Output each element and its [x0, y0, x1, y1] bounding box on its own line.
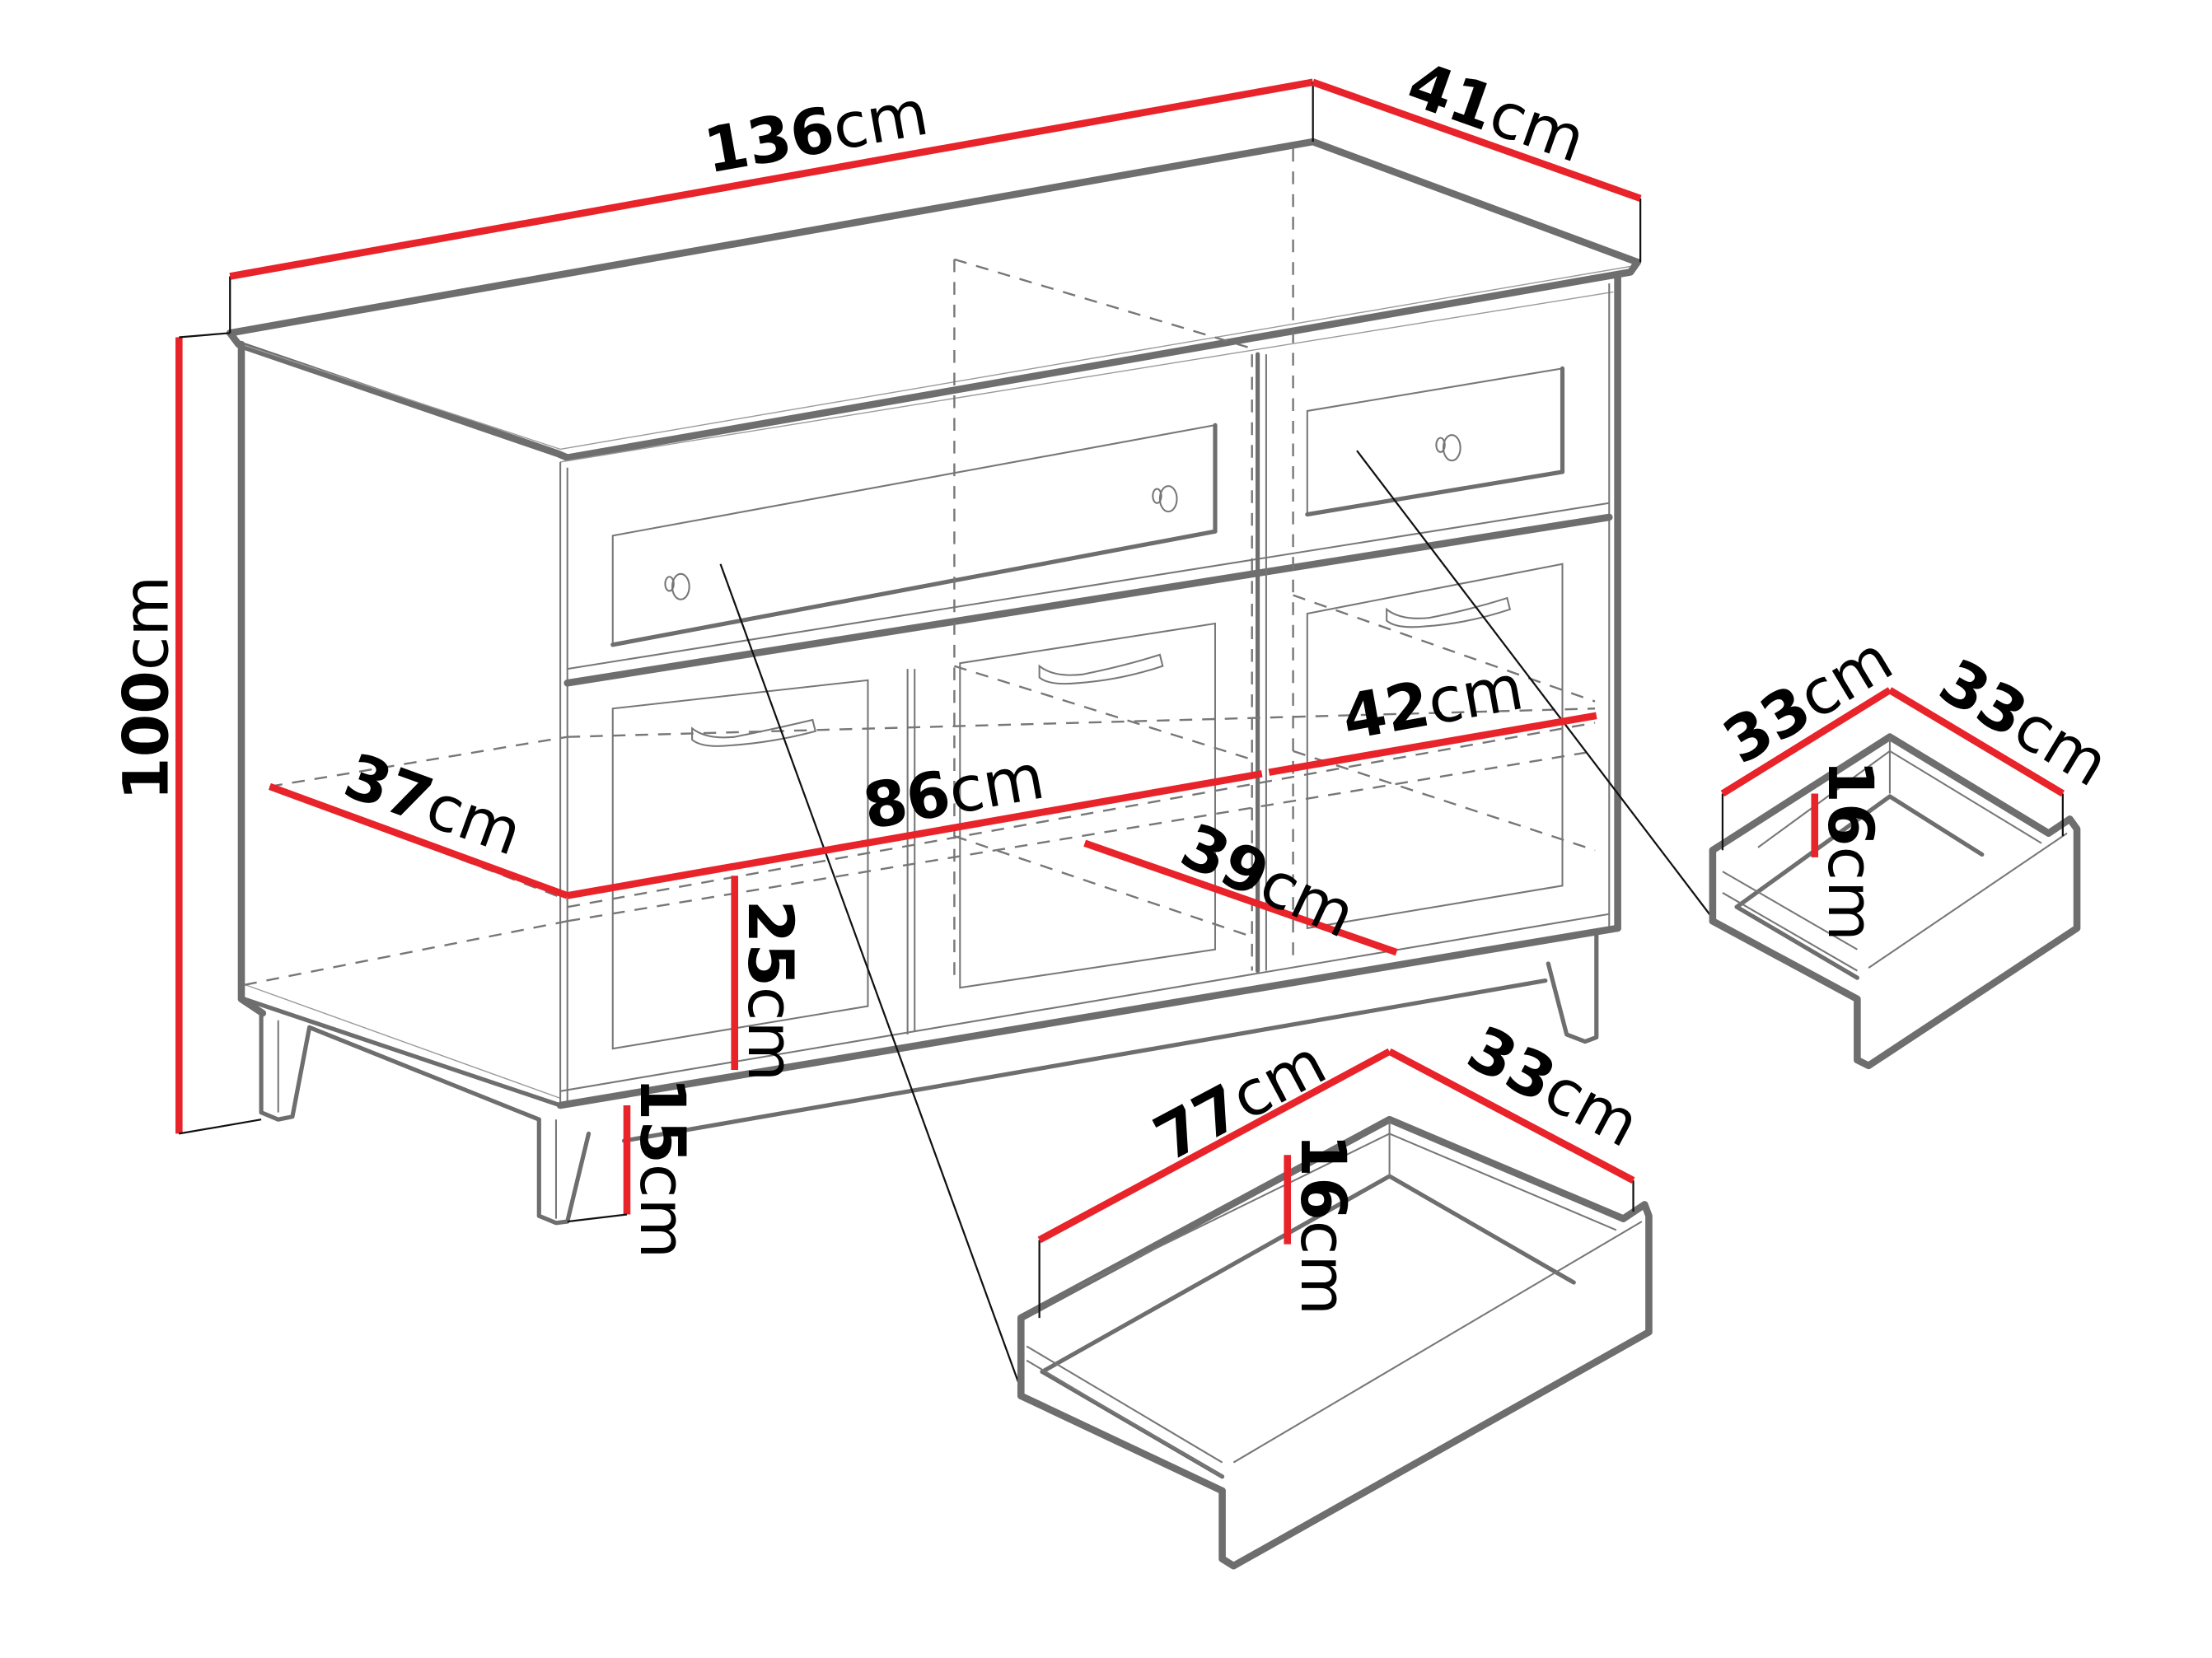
dim-side-shelf-depth: 37cm: [268, 740, 569, 899]
middle-door[interactable]: [914, 622, 1217, 1032]
compartment-height-unit: cm: [734, 987, 807, 1081]
leader-large-drawer: [719, 563, 1019, 1382]
curved-bar-handle-icon: [1038, 653, 1164, 685]
round-knob-icon: [664, 572, 690, 600]
leg-height-unit: cm: [626, 1164, 699, 1259]
small-drawer-front[interactable]: [1305, 366, 1565, 517]
leg-front-left: [536, 1117, 592, 1226]
svg-text:42cm: 42cm: [1337, 651, 1529, 754]
inner-width-unit: cm: [943, 740, 1050, 829]
dim-inner-depth: 39cm: [1083, 810, 1398, 956]
right-width-unit: cm: [1422, 651, 1528, 739]
small-drawer-height-unit: cm: [1814, 847, 1887, 941]
right-door[interactable]: [1306, 563, 1564, 930]
right-width-value: 42: [1337, 668, 1435, 754]
round-knob-icon: [1152, 485, 1178, 513]
inner-width-value: 86: [858, 757, 956, 843]
dim-leg-height: 15cm: [567, 1077, 699, 1259]
leader-small-drawer: [1356, 450, 1714, 919]
leg-height-value: 15: [626, 1077, 699, 1164]
hidden-internal-lines: [244, 148, 1596, 986]
svg-text:15cm: 15cm: [626, 1077, 699, 1259]
dim-height: 100cm: [110, 332, 262, 1135]
svg-text:100cm: 100cm: [110, 576, 183, 801]
compartment-height-value: 25: [734, 900, 807, 987]
round-knob-icon: [1435, 434, 1461, 462]
large-drawer-height-unit: cm: [1287, 1221, 1359, 1315]
svg-text:39cm: 39cm: [1171, 810, 1366, 952]
dim-inner-width: 86cm: [566, 740, 1263, 899]
left-door[interactable]: [611, 669, 909, 1050]
right-side-panel: [1608, 273, 1621, 932]
sideboard: [226, 138, 1641, 1226]
left-side-panel: [237, 340, 568, 1108]
svg-text:25cm: 25cm: [734, 900, 807, 1082]
large-drawer-exploded: 77cm 33cm 16cm: [1017, 1012, 1653, 1570]
svg-text:16cm: 16cm: [1814, 759, 1887, 941]
mid-rail: [564, 513, 1613, 687]
small-drawer-exploded: 33cm 33cm 16cm: [1709, 622, 2121, 1070]
large-drawer-front[interactable]: [610, 423, 1218, 647]
leg-front-right: [1546, 932, 1599, 1044]
curved-bar-handle-icon: [691, 718, 817, 747]
curved-bar-handle-icon: [1386, 596, 1512, 628]
height-value: 100: [110, 670, 183, 801]
svg-text:41cm: 41cm: [1399, 48, 1594, 177]
height-unit: cm: [110, 576, 183, 670]
top-slab: [226, 138, 1641, 463]
dim-right-compartment-width: 42cm: [1268, 651, 1597, 776]
small-drawer-height-value: 16: [1814, 759, 1887, 846]
dim-compartment-height: 25cm: [731, 876, 807, 1082]
large-drawer-height-value: 16: [1287, 1133, 1359, 1220]
svg-text:16cm: 16cm: [1287, 1133, 1359, 1315]
leg-back-left: [259, 1011, 541, 1122]
plinth: [556, 913, 1621, 1143]
svg-text:86cm: 86cm: [858, 740, 1050, 844]
width-unit: cm: [827, 77, 933, 165]
